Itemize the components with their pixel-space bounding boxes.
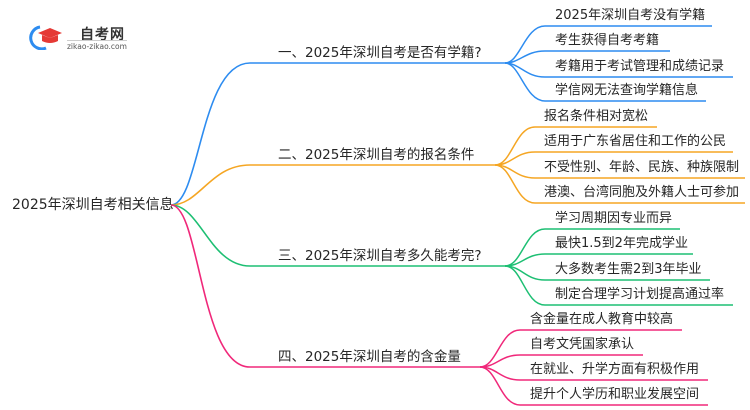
branch-node-1[interactable]: 一、2025年深圳自考是否有学籍? [278, 45, 482, 61]
leaf-node[interactable]: 学信网无法查询学籍信息 [555, 83, 699, 98]
branch-node-2[interactable]: 二、2025年深圳自考的报名条件 [278, 147, 475, 163]
leaf-node[interactable]: 自考文凭国家承认 [530, 337, 635, 352]
leaf-node[interactable]: 含金量在成人教育中较高 [530, 312, 674, 327]
leaf-node[interactable]: 学习周期因专业而异 [555, 211, 673, 226]
leaf-node[interactable]: 报名条件相对宽松 [544, 109, 649, 124]
logo-title: 自考网 [80, 27, 125, 43]
leaf-node[interactable]: 在就业、升学方面有积极作用 [530, 362, 700, 377]
connector-root-branch-4 [170, 204, 480, 368]
leaf-node[interactable]: 提升个人学历和职业发展空间 [530, 387, 700, 402]
leaf-node[interactable]: 制定合理学习计划提高通过率 [555, 287, 725, 302]
leaf-node[interactable]: 考生获得自考考籍 [555, 33, 660, 48]
connector-root-branch-3 [170, 204, 505, 267]
leaf-node[interactable]: 大多数考生需2到3年毕业 [555, 262, 702, 277]
leaf-node[interactable]: 港澳、台湾同胞及外籍人士可参加 [544, 185, 740, 200]
branch-node-3[interactable]: 三、2025年深圳自考多久能考完? [278, 248, 482, 264]
graduation-cap-icon [29, 25, 62, 50]
leaf-node[interactable]: 2025年深圳自考没有学籍 [555, 8, 706, 23]
leaf-node[interactable]: 适用于广东省居住和工作的公民 [544, 134, 727, 149]
branch-node-4[interactable]: 四、2025年深圳自考的含金量 [278, 349, 461, 365]
connector-root-branch-1 [170, 62, 505, 206]
root-node[interactable]: 2025年深圳自考相关信息 [12, 197, 174, 213]
leaf-node[interactable]: 最快1.5到2年完成学业 [555, 236, 688, 251]
leaf-node[interactable]: 不受性别、年龄、民族、种族限制 [544, 160, 740, 175]
connector-root-branch-2 [170, 164, 495, 206]
logo-url: zikao-zikao.com [67, 40, 127, 51]
leaf-node[interactable]: 考籍用于考试管理和成绩记录 [555, 59, 725, 74]
